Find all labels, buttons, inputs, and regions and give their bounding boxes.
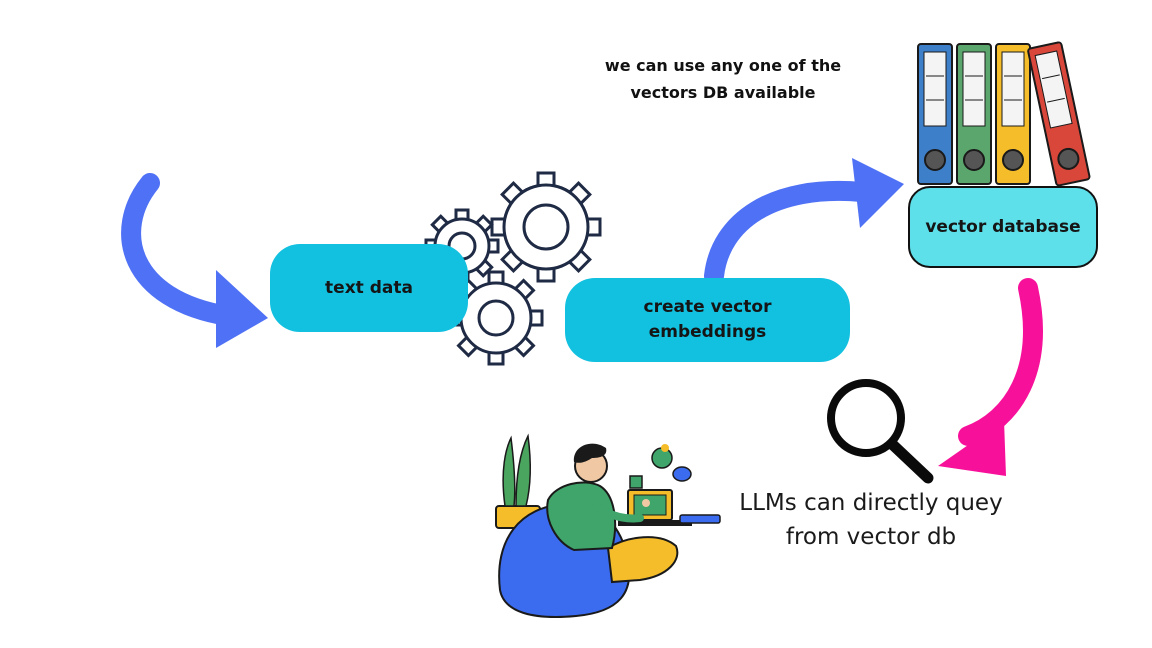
person-laptop-illustration (495, 433, 721, 618)
gears-icon (424, 171, 602, 366)
llm-query-caption: LLMs can directly quey from vector db (739, 490, 1003, 550)
database-note: we can use any one of the vectors DB ava… (604, 56, 842, 102)
node-create-embeddings: create vector embeddings (565, 278, 850, 362)
magnifier-icon (827, 379, 934, 484)
node-vector-database-label: vector database (925, 217, 1081, 237)
node-create-embeddings-label: create vector embeddings (643, 296, 772, 343)
curved-arrow-icon (704, 158, 904, 286)
node-text-data: text data (270, 244, 468, 332)
node-vector-database: vector database (908, 186, 1098, 268)
curved-arrow-icon (121, 173, 268, 348)
node-text-data-label: text data (325, 278, 413, 298)
curved-arrow-icon (938, 278, 1043, 476)
binders-icon (917, 41, 1091, 187)
